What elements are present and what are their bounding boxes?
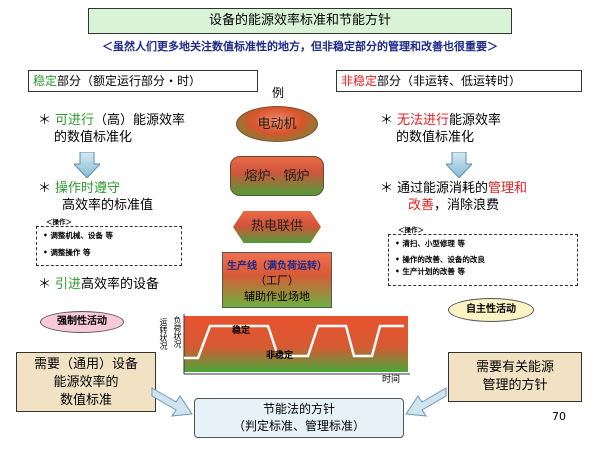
stable-header: 稳定部分（额定运行部分・时）	[28, 70, 258, 92]
graph-stable-label: 稳定	[232, 326, 251, 336]
unstable-item-2-keyword: 管理和	[488, 181, 528, 196]
stable-item-3-keyword: 引进	[55, 277, 82, 292]
stable-ops-label: ＜操作＞	[46, 218, 72, 226]
star-icon: ＊	[38, 277, 52, 292]
left-callout: 需要（通用）设备 能源效率的 数值标准	[16, 352, 156, 412]
slide-subtitle: ＜虽然人们更多地关注数值标准性的地方，但非稳定部分的管理和改善也很重要＞	[102, 40, 498, 53]
production-line-box: 生产线（满负荷运转） （工厂） 辅助作业场地	[222, 252, 332, 308]
unstable-item-1-line2: 的数值标准化	[396, 130, 475, 145]
factory-label: （工厂）	[255, 274, 299, 287]
unstable-op-item: • 生产计划的改善 等	[395, 267, 466, 276]
stable-ops-box: • 调整机械、设备 等 • 调整操作 等	[36, 226, 182, 266]
unstable-header-rest: 部分（非运转、低运转时）	[377, 74, 522, 88]
unstable-item-1-keyword: 无法进行	[397, 113, 450, 128]
stable-op-item: • 调整机械、设备 等	[43, 231, 114, 240]
mandatory-activity-badge: 强制性活动	[40, 311, 124, 333]
unstable-ops-label: ＜操作＞	[398, 226, 424, 234]
graph-unstable-label: 非稳定	[266, 351, 294, 361]
stable-item-1-mid: （高）	[94, 113, 134, 128]
example-label: 例	[272, 86, 285, 100]
unstable-item-2-keyword2: 改善	[408, 198, 435, 213]
right-callout-line: 需要有关能源	[475, 360, 554, 375]
left-callout-line: 能源效率的	[53, 375, 119, 390]
stable-item-1-line2: 的数值标准化	[54, 130, 133, 145]
right-callout: 需要有关能源 管理的方针	[448, 352, 582, 402]
arrow-right-icon	[151, 387, 193, 417]
stable-item-1-text: 能源效率	[133, 113, 186, 128]
stable-item-1: ＊可进行（高）能源效率 的数值标准化	[38, 112, 238, 146]
unstable-header: 非稳定部分（非运转、低运转时）	[336, 70, 582, 92]
motor-oval: 电动机	[236, 106, 318, 142]
right-callout-line: 管理的方针	[482, 378, 548, 393]
unstable-ops-box: • 清扫、小型修理 等 • 操作的改善、设备的改良 • 生产计划的改善 等	[388, 234, 578, 286]
stable-op-item: • 调整操作 等	[43, 248, 91, 257]
unstable-item-1-text: 能源效率	[449, 113, 502, 128]
unstable-header-keyword: 非稳定	[341, 74, 378, 88]
aux-area-label: 辅助作业场地	[244, 290, 310, 303]
graph-y-label-2: 负荷状况	[173, 316, 182, 348]
load-graph	[183, 314, 410, 375]
stable-item-3-text: 高效率的设备	[81, 277, 160, 292]
unstable-item-2-rest: ，消除浪费	[434, 198, 500, 213]
left-callout-line: 需要（通用）设备	[33, 357, 138, 372]
star-icon: ＊	[38, 181, 52, 196]
star-icon: ＊	[38, 113, 52, 128]
arrow-down-icon	[446, 152, 472, 178]
unstable-item-2: ＊通过能源消耗的管理和 改善，消除浪费	[380, 180, 590, 214]
arrow-left-icon	[405, 387, 447, 417]
furnace-box: 熔炉、锅炉	[230, 156, 324, 196]
graph-x-label: 时间	[382, 375, 401, 385]
scroll-line: 节能法的方针	[262, 402, 335, 416]
cogeneration-hexagon: 热电联供	[233, 211, 321, 243]
production-line-label: 生产线（满负荷运转）	[227, 261, 327, 272]
unstable-item-1: ＊无法进行能源效率 的数值标准化	[380, 112, 590, 146]
scroll-line: （判定标准、管理标准）	[232, 419, 365, 433]
stable-item-2: ＊操作时遵守 高效率的标准值	[38, 180, 238, 214]
star-icon: ＊	[380, 113, 394, 128]
graph-y-label: 运转状况	[159, 318, 168, 350]
stable-item-1-keyword: 可进行	[55, 113, 95, 128]
energy-law-scroll: 节能法的方针 （判定标准、管理标准）	[194, 398, 404, 438]
unstable-op-item: • 清扫、小型修理 等	[395, 239, 466, 248]
page-number: 70	[552, 410, 566, 423]
stable-item-3: ＊引进高效率的设备	[38, 276, 238, 293]
unstable-op-item: • 操作的改善、设备的改良	[395, 255, 485, 264]
stable-header-keyword: 稳定	[33, 74, 58, 88]
left-callout-line: 数值标准	[59, 393, 112, 408]
stable-header-rest: 部分（额定运行部分・时）	[57, 74, 202, 88]
stable-item-2-keyword: 操作时遵守	[55, 181, 121, 196]
arrow-down-icon	[74, 152, 100, 178]
unstable-item-2-text: 通过能源消耗的	[397, 181, 489, 196]
voluntary-activity-badge: 自主性活动	[448, 298, 534, 322]
stable-item-2-line2: 高效率的标准值	[62, 198, 154, 213]
slide-title: 设备的能源效率标准和节能方针	[88, 8, 512, 34]
star-icon: ＊	[380, 181, 394, 196]
